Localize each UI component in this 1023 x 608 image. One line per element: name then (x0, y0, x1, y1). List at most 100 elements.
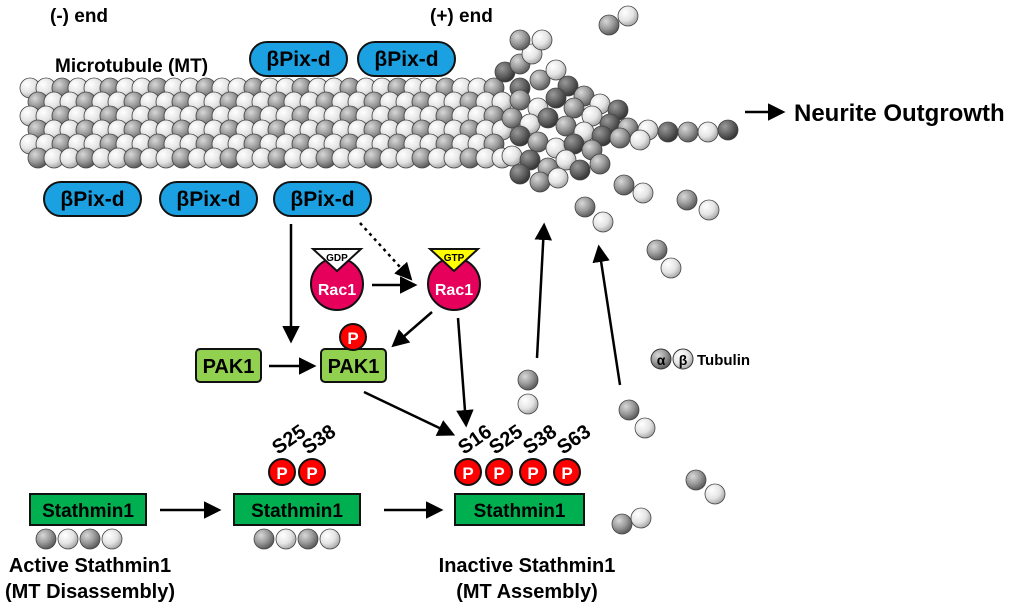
active-stathmin-sublabel: (MT Disassembly) (5, 581, 175, 603)
svg-text:P: P (276, 464, 287, 483)
rac1-gtp-name: Rac1 (435, 282, 473, 299)
tubulin-sphere (630, 507, 652, 529)
tubulin-sphere (547, 167, 569, 189)
alpha-label: α (657, 352, 666, 368)
tubulin-sphere (319, 528, 341, 550)
svg-text:P: P (347, 329, 358, 348)
rac1-gtp: GTP Rac1 (427, 248, 481, 311)
svg-text:P: P (527, 464, 538, 483)
stathmin1-active: Stathmin1 (29, 493, 147, 526)
tubulin-sphere (527, 131, 549, 153)
bpix-d-bottom-1: βPix-d (43, 181, 142, 217)
inactive-stathmin-label: Inactive Stathmin1 (439, 555, 616, 577)
pak1-unphosphorylated: PAK1 (195, 348, 262, 383)
bpix-d-bottom-2: βPix-d (159, 181, 258, 217)
tubulin-label: Tubulin (697, 352, 750, 369)
tubulin-sphere (529, 171, 551, 193)
tubulin-sphere (677, 121, 699, 143)
tubulin-sphere (618, 399, 640, 421)
tubulin-sphere (517, 393, 539, 415)
tubulin-sphere (657, 121, 679, 143)
tubulin-sphere (545, 59, 567, 81)
svg-text:βPix-d: βPix-d (374, 48, 438, 71)
tubulin-sphere (509, 29, 531, 51)
tubulin-sphere (613, 174, 635, 196)
tubulin-sphere (698, 199, 720, 221)
tubulin-sphere (79, 528, 101, 550)
svg-text:PAK1: PAK1 (328, 356, 380, 378)
site-s63: S63 (553, 421, 595, 459)
tubulin-sphere (704, 483, 726, 505)
microtubule-label: Microtubule (MT) (55, 56, 208, 77)
stathmin1-bound-tubulin (35, 528, 123, 550)
arrow-tubulin-up-2 (592, 244, 622, 386)
stathmin1-mid-phospho-sites: P P S25 S38 (268, 421, 340, 486)
tubulin-sphere (569, 159, 591, 181)
tubulin-sphere (717, 119, 739, 141)
tubulin-sphere (632, 182, 654, 204)
arrow-bpix-to-rac1gtp (359, 222, 413, 281)
free-tubulin-dimers (509, 5, 726, 535)
arrow-rac1gtp-to-pak1 (391, 311, 433, 348)
tubulin-sphere (529, 69, 551, 91)
tubulin-sphere (509, 89, 531, 111)
tubulin-sphere (634, 417, 656, 439)
tubulin-sphere (609, 127, 631, 149)
tubulin-sphere (617, 5, 639, 27)
tubulin-sphere (629, 129, 651, 151)
tubulin-sphere (501, 107, 523, 129)
pak1-phospho-circle (339, 323, 367, 351)
stathmin1-partial-phospho: Stathmin1 (233, 493, 361, 526)
tubulin-sphere (592, 211, 614, 233)
svg-text:βPix-d: βPix-d (266, 48, 330, 71)
microtubule (19, 43, 739, 193)
tubulin-sphere (101, 528, 123, 550)
site-s38-mid: S38 (298, 421, 340, 459)
svg-text:Stathmin1: Stathmin1 (42, 501, 134, 522)
stathmin1-inactive: Stathmin1 (454, 493, 585, 526)
tubulin-legend: α β Tubulin (650, 348, 750, 370)
svg-text:PAK1: PAK1 (203, 356, 255, 378)
svg-text:Stathmin1: Stathmin1 (251, 501, 343, 522)
tubulin-sphere (660, 257, 682, 279)
tubulin-sphere (509, 125, 531, 147)
tubulin-sphere (685, 469, 707, 491)
neurite-outgrowth-label: Neurite Outgrowth (794, 100, 1005, 127)
bpix-d-bottom-3: βPix-d (273, 181, 372, 217)
tubulin-sphere (35, 528, 57, 550)
minus-end-label: (-) end (50, 6, 108, 27)
tubulin-sphere (574, 196, 596, 218)
tubulin-sphere (545, 87, 567, 109)
tubulin-sphere (676, 189, 698, 211)
tubulin-sphere (537, 107, 559, 129)
arrow-pak1p-to-stathmin (363, 390, 456, 436)
arrow-tubulin-up-1 (534, 222, 552, 359)
stathmin1-mid-bound-tubulin (253, 528, 341, 550)
gtp-label: GTP (444, 253, 465, 264)
tubulin-sphere (555, 115, 577, 137)
svg-text:βPix-d: βPix-d (176, 188, 240, 211)
svg-text:P: P (493, 464, 504, 483)
svg-text:P: P (561, 464, 572, 483)
tubulin-sphere (646, 239, 668, 261)
plus-end-label: (+) end (430, 6, 493, 27)
svg-text:P: P (306, 464, 317, 483)
beta-label: β (679, 352, 688, 368)
tubulin-sphere (253, 528, 275, 550)
tubulin-sphere (57, 528, 79, 550)
bpix-d-top-2: βPix-d (357, 41, 456, 77)
rac1-gdp: GDP Rac1 (310, 248, 364, 311)
tubulin-sphere (509, 163, 531, 185)
rac1-gdp-name: Rac1 (318, 282, 356, 299)
active-stathmin-label: Active Stathmin1 (9, 555, 171, 577)
tubulin-sphere (611, 513, 633, 535)
bpix-d-top-1: βPix-d (249, 41, 348, 77)
tubulin-sphere (297, 528, 319, 550)
svg-text:βPix-d: βPix-d (60, 188, 124, 211)
pathway-arrows (160, 222, 622, 519)
svg-text:Stathmin1: Stathmin1 (474, 501, 566, 522)
gdp-label: GDP (326, 253, 348, 264)
arrow-rac1gtp-to-stathmin (456, 317, 474, 428)
tubulin-sphere (598, 14, 620, 36)
